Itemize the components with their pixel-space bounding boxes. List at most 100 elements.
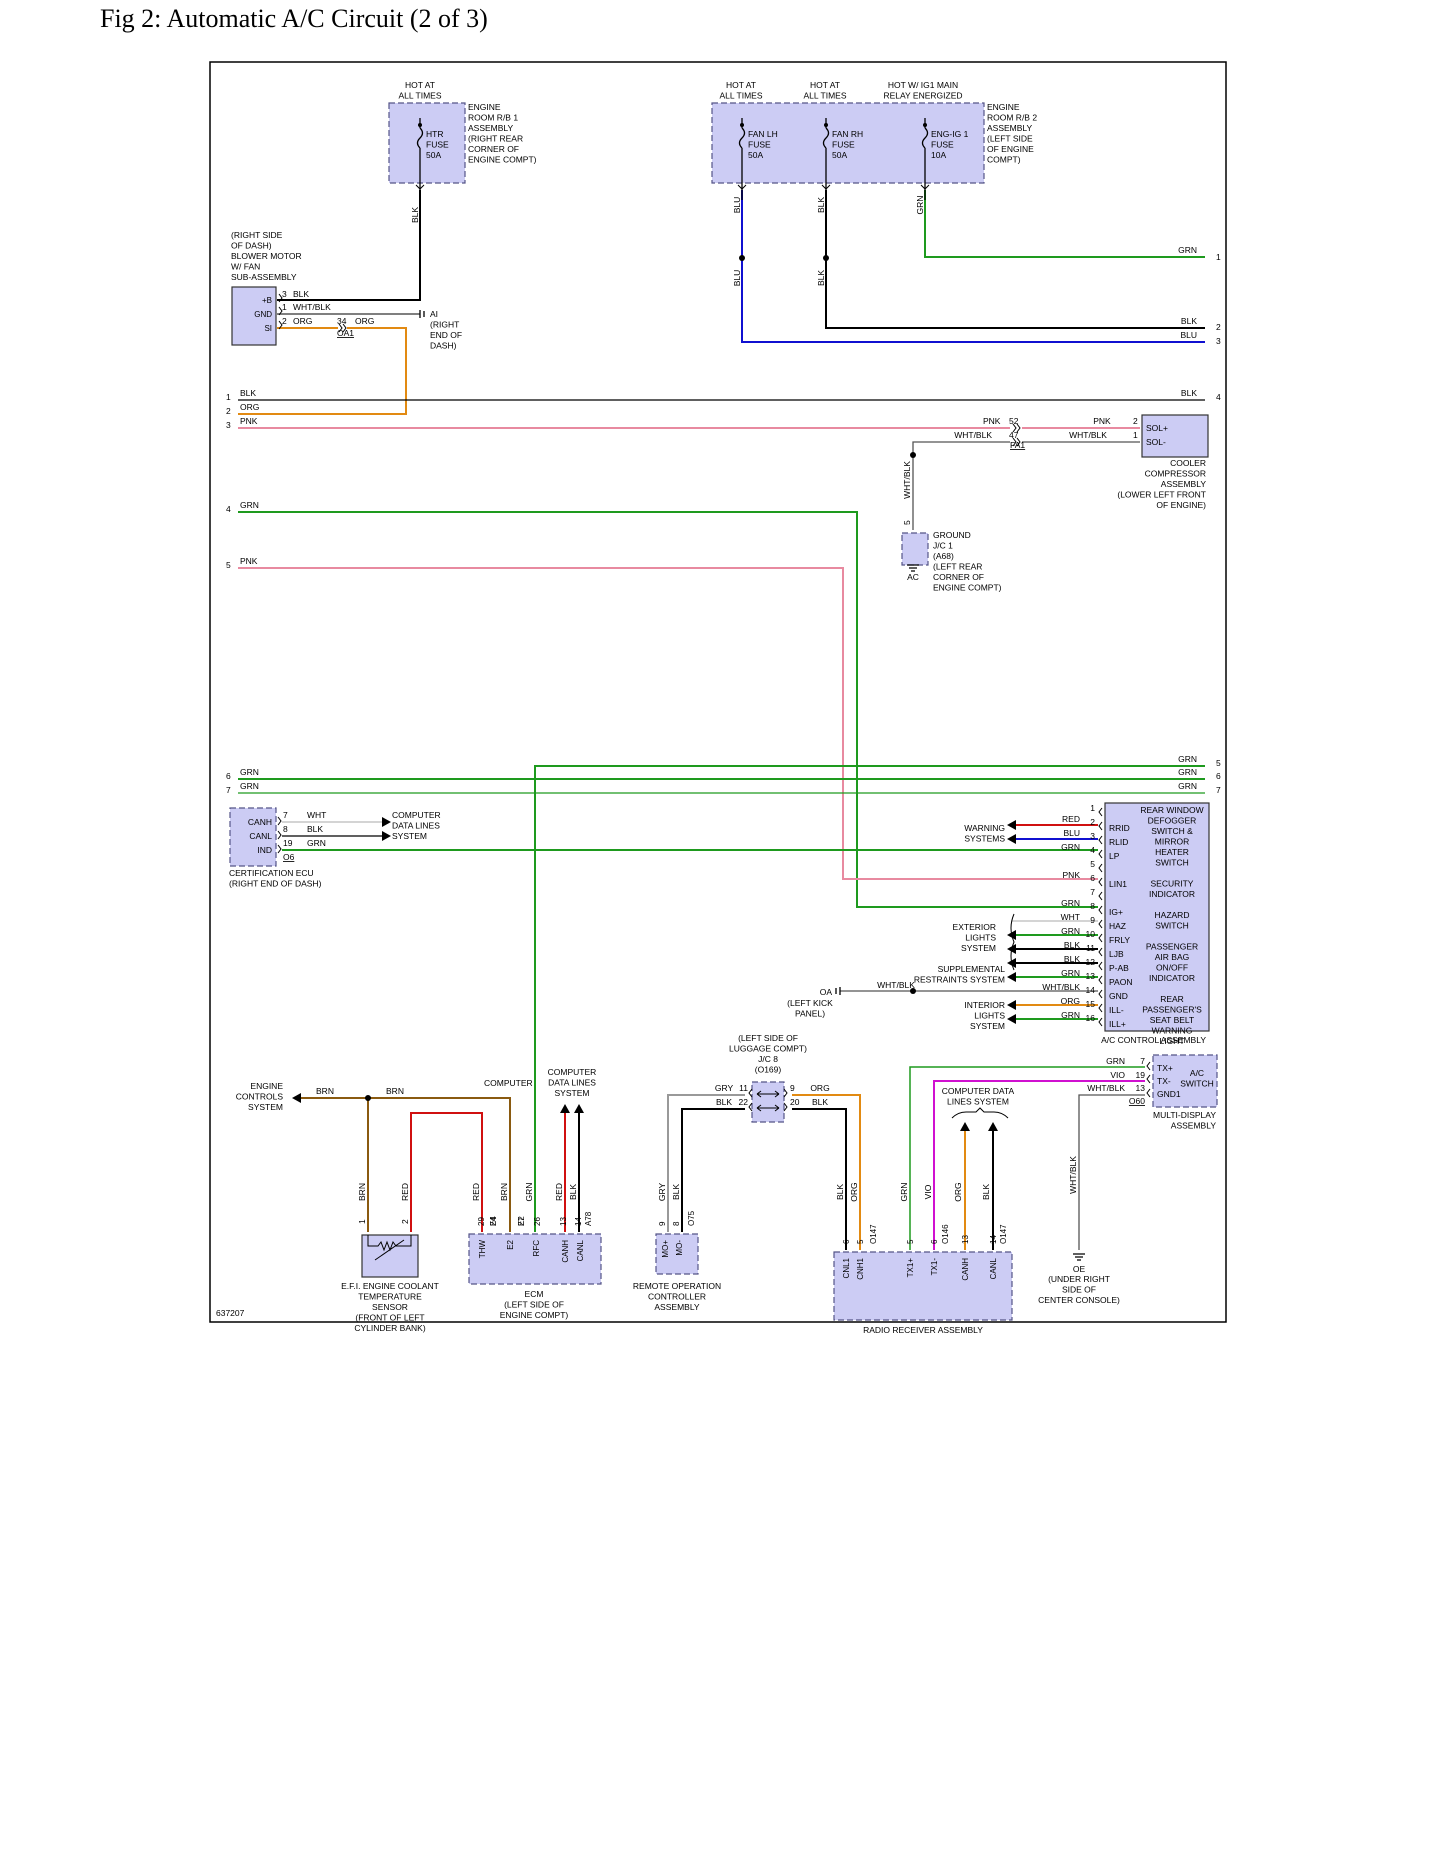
multi-display-label: MULTI-DISPLAY (1153, 1110, 1216, 1120)
ground-oe-location: SIDE OF (1062, 1285, 1096, 1295)
rb2-label: ROOM R/B 2 (987, 113, 1037, 123)
connector-chevron-icon (1098, 947, 1103, 957)
offpage-left-number: 6 (226, 771, 231, 781)
power-label: HOT AT (810, 80, 840, 90)
pin-num: 13 (1136, 1083, 1146, 1093)
ground-icon (907, 564, 919, 572)
coolant-sensor-label: SENSOR (372, 1302, 408, 1312)
wire-label-blk: BLK (1064, 954, 1080, 964)
arrow-icon (1007, 1014, 1016, 1024)
ac-control-function: LIGHT (1159, 1036, 1184, 1046)
pin-num: 9 (790, 1083, 795, 1093)
connector-chevron-icon (277, 844, 282, 854)
connector-chevron-icon (920, 184, 930, 190)
ground-oe-location: (UNDER RIGHT (1048, 1274, 1110, 1284)
compressor-label: (LOWER LEFT FRONT (1117, 490, 1206, 500)
arrow-icon (1007, 834, 1016, 844)
pin-num: 4 (1090, 845, 1095, 855)
offpage-right-number: 6 (1216, 771, 1221, 781)
connector-chevron-icon (1098, 835, 1103, 845)
pin-num: 2 (400, 1219, 410, 1224)
wire-label: BLK (293, 289, 309, 299)
pin-num: 20 (790, 1097, 800, 1107)
offpage-left-number: 2 (226, 406, 231, 416)
power-label: ALL TIMES (720, 91, 763, 101)
wire-label-grn: GRN (1061, 968, 1080, 978)
conn-name: O75 (687, 1210, 696, 1226)
radio-data-lines-label: COMPUTER DATA (942, 1086, 1015, 1096)
pin-num: 2 (282, 316, 287, 326)
pin-num: 3 (282, 289, 287, 299)
ac-control-pin: PAON (1109, 977, 1132, 987)
wire-label-wht: WHT (1061, 912, 1080, 922)
wire-label: WHT/BLK (954, 430, 992, 440)
wire-md-gnd (1078, 1094, 1145, 1250)
connector-chevron-icon (1016, 437, 1021, 447)
connector-chevron-icon (1098, 863, 1103, 873)
rb1-label: ROOM R/B 1 (468, 113, 518, 123)
connector-chevron-icon (1146, 1088, 1151, 1098)
remote-controller-label: ASSEMBLY (654, 1302, 700, 1312)
pin-num: 1 (1133, 430, 1138, 440)
ac-control-function: PASSENGER'S (1142, 1005, 1202, 1015)
wire-label-grn: GRN (1061, 842, 1080, 852)
conn-name: E4 (489, 1216, 498, 1226)
wire-label: BLK (307, 824, 323, 834)
connector-chevron-icon (1012, 437, 1017, 447)
pin-num: 14 (574, 1217, 583, 1226)
wire-brn-main (301, 1097, 511, 1232)
connector-chevron-icon (1098, 1003, 1103, 1013)
ac-control-function: SWITCH (1155, 921, 1189, 931)
interior-lights-label: INTERIOR (964, 1000, 1005, 1010)
power-label: RELAY ENERGIZED (883, 91, 962, 101)
wire-label-blk: BLK (716, 1097, 732, 1107)
wire-label-blu: BLU (732, 270, 742, 287)
connector-chevron-icon (277, 830, 282, 840)
fuse-fanlh-label: 50A (748, 150, 763, 160)
splice-dot (823, 255, 829, 261)
rb1-label: ASSEMBLY (468, 123, 514, 133)
radio-pin: TX1- (930, 1258, 939, 1276)
certification-ecu-box (229, 807, 277, 867)
wire-label-pnk: PNK (983, 416, 1001, 426)
connector-chevron-icon (1012, 423, 1017, 433)
pin-num: 10 (1086, 929, 1096, 939)
remote-pin: MO+ (661, 1240, 670, 1258)
connector-chevron-icon (748, 1088, 753, 1098)
multi-display-function: SWITCH (1180, 1079, 1214, 1089)
wire-label-brn: BRN (357, 1183, 367, 1201)
arrow-icon (1007, 1000, 1016, 1010)
power-label: ALL TIMES (804, 91, 847, 101)
ground-icon (1073, 1253, 1085, 1261)
radio-pin: TX1+ (906, 1258, 915, 1278)
wire-md-txp (909, 1066, 1145, 1250)
multi-display-pin: GND1 (1157, 1089, 1181, 1099)
wire-jc8-gry (667, 1094, 745, 1232)
offpage-left-number: 3 (226, 420, 231, 430)
compressor-label: COMPRESSOR (1145, 469, 1206, 479)
offpage-right-number: 4 (1216, 392, 1221, 402)
wire-label-blk: BLK (812, 1097, 828, 1107)
coolant-sensor-label: TEMPERATURE (358, 1292, 422, 1302)
pin-num: 13 (1086, 971, 1096, 981)
wire-label-grn: GRN (1061, 898, 1080, 908)
wire-label: WHT (307, 810, 326, 820)
pin-num: 5 (1090, 859, 1095, 869)
rb1-label: ENGINE (468, 102, 501, 112)
coolant-sensor-label: CYLINDER BANK) (354, 1323, 425, 1333)
multi-display-label: ASSEMBLY (1171, 1121, 1217, 1131)
jc8-label: J/C 8 (758, 1054, 778, 1064)
ground-ai-icon (419, 310, 425, 318)
ac-control-pin: LP (1109, 851, 1120, 861)
fuse-fanlh-label: FAN LH (748, 129, 778, 139)
connector-chevron-icon (278, 306, 283, 316)
wire-label-blk: BLK (410, 207, 420, 223)
ground-oa-icon (835, 987, 841, 995)
splice-dot (739, 255, 745, 261)
comp-pin: SOL+ (1146, 423, 1168, 433)
ac-control-function: SEAT BELT (1150, 1015, 1194, 1025)
ecm-pin: RFC (532, 1240, 541, 1257)
interior-lights-label: SYSTEM (970, 1021, 1005, 1031)
wire-label-grn: GRN (524, 1183, 534, 1202)
fuse-terminal-icon (824, 123, 828, 127)
